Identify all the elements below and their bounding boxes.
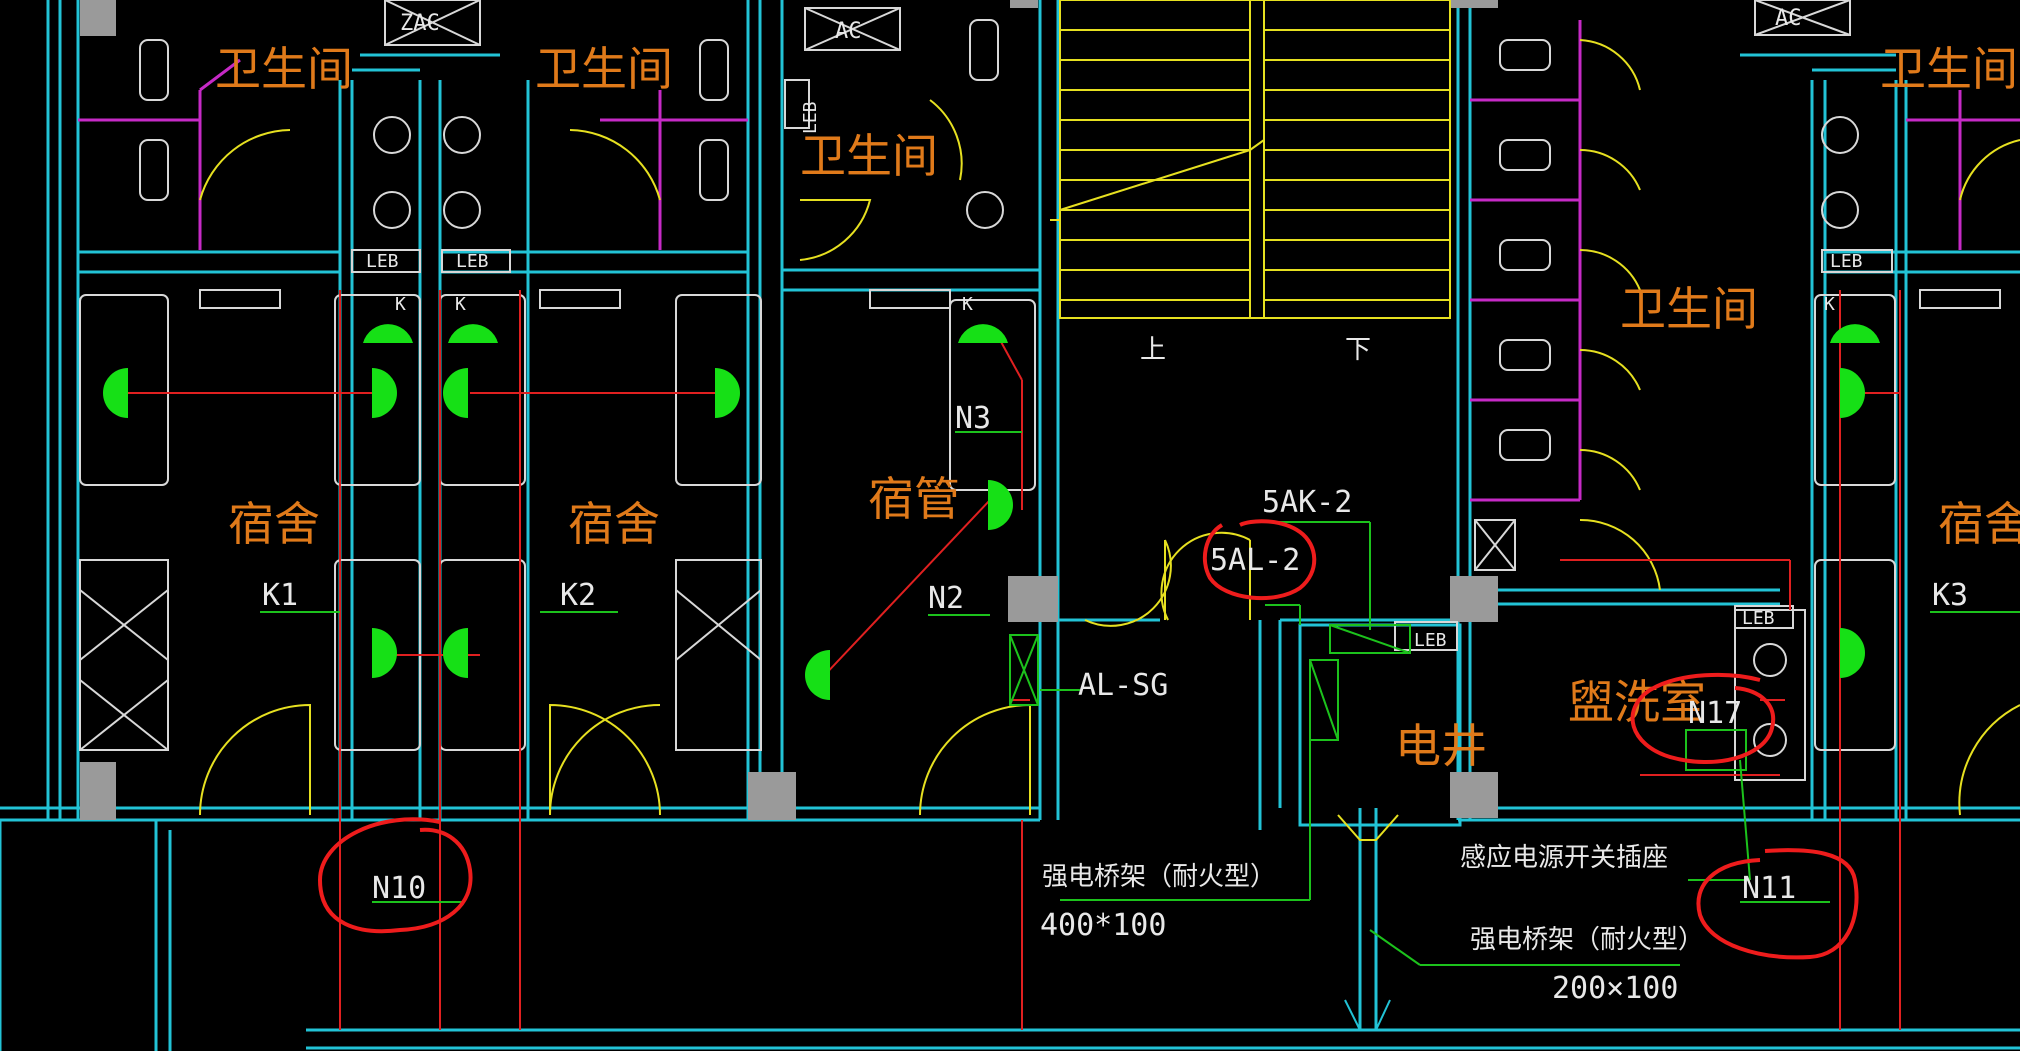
tray-annotation-size: 200×100 — [1552, 971, 1678, 1006]
circuit-label-n3: N3 — [955, 401, 991, 436]
fixture-tag-leb: LEB — [800, 101, 821, 134]
fixture-tag-leb: LEB — [1414, 630, 1447, 651]
circuit-label-k2: K2 — [560, 578, 596, 613]
room-label-dorm-manager: 宿管 — [868, 472, 960, 526]
room-label-dorm: 宿舍 — [568, 497, 660, 551]
lamp-icon — [103, 368, 128, 418]
markup-circle-n10 — [317, 817, 473, 934]
room-label-toilet: 卫生间 — [1620, 282, 1758, 336]
panel-label-5ak-2: 5AK-2 — [1262, 485, 1352, 520]
room-label-toilet: 卫生间 — [800, 129, 938, 183]
fixture-tag-k: K — [455, 294, 466, 315]
markup-circle-n17 — [1630, 672, 1776, 765]
lamp-icon — [448, 324, 498, 343]
fixture-tag-k: K — [395, 294, 406, 315]
tray-annotation-title: 强电桥架（耐火型） — [1042, 862, 1276, 892]
lamp-icon — [372, 368, 397, 418]
markup-circles — [317, 519, 1859, 960]
stair-up-label: 上 — [1140, 335, 1166, 365]
fixture-tag-leb: LEB — [1830, 251, 1863, 272]
staircase — [1050, 0, 1451, 319]
room-label-toilet: 卫生间 — [215, 42, 353, 96]
doors — [199, 39, 2020, 841]
bathroom-partitions — [78, 20, 2020, 502]
room-label-dorm: 宿舍 — [1938, 497, 2020, 551]
fixture-tag-leb: LEB — [456, 251, 489, 272]
lamp-icon — [372, 628, 397, 678]
markup-circle-n11 — [1696, 848, 1859, 960]
sensor-socket-annotation: 感应电源开关插座 — [1460, 843, 1668, 873]
circuit-label-n2: N2 — [928, 581, 964, 616]
columns — [80, 0, 1498, 820]
stair-labels: 上 下 — [1140, 335, 1371, 365]
circuit-labels: K1 K2 K3 N2 N3 N10 N11 N17 — [262, 401, 1968, 906]
lamp-icon — [715, 368, 740, 418]
room-label-toilet: 卫生间 — [535, 42, 673, 96]
fixture-tag-k: K — [962, 294, 973, 315]
lamp-icon — [1830, 324, 1880, 343]
lamp-icon — [1840, 368, 1865, 418]
circuit-label-n17: N17 — [1688, 696, 1742, 731]
lamp-icon — [363, 324, 413, 343]
fixture-tag-leb: LEB — [1742, 608, 1775, 629]
room-label-dorm: 宿舍 — [228, 497, 320, 551]
circuit-label-k1: K1 — [262, 578, 298, 613]
circuit-label-n10: N10 — [372, 871, 426, 906]
fixture-tags: LEB LEB LEB LEB LEB LEB ZAC AC AC K K K … — [366, 6, 1863, 651]
fixture-tag-zac: ZAC — [400, 11, 440, 36]
stair-down-label: 下 — [1345, 335, 1371, 365]
lamp-icon — [1840, 628, 1865, 678]
room-label-toilet: 卫生间 — [1880, 42, 2018, 96]
circuit-label-k3: K3 — [1932, 578, 1968, 613]
panel-labels: 5AK-2 5AL-2 AL-SG — [1078, 485, 1352, 703]
lamp-icon — [958, 324, 1008, 343]
fixture-tag-ac: AC — [1775, 6, 1802, 31]
panel-label-al-sg: AL-SG — [1078, 668, 1168, 703]
cable-trays — [260, 431, 2020, 966]
lamps — [103, 324, 1880, 700]
tray-annotation-size: 400*100 — [1040, 908, 1166, 943]
furniture — [79, 0, 2001, 781]
tray-annotation-title: 强电桥架（耐火型） — [1470, 925, 1704, 955]
room-label-electric-shaft: 电井 — [1395, 719, 1487, 773]
lamp-icon — [805, 650, 830, 700]
lamp-icon — [988, 480, 1013, 530]
fixture-tag-k: K — [1824, 294, 1835, 315]
lamp-icon — [443, 628, 468, 678]
markup-circle-5al-2 — [1202, 519, 1317, 601]
room-labels: 卫生间 卫生间 卫生间 卫生间 卫生间 宿舍 宿舍 宿舍 宿管 盥洗室 电井 — [215, 42, 2020, 773]
circuit-label-n11: N11 — [1742, 871, 1796, 906]
fixture-tag-ac: AC — [835, 19, 862, 44]
fixture-tag-leb: LEB — [366, 251, 399, 272]
annotations: 强电桥架（耐火型） 400*100 感应电源开关插座 强电桥架（耐火型） 200… — [1040, 843, 1704, 1006]
lamp-icon — [443, 368, 468, 418]
panel-label-5al-2: 5AL-2 — [1210, 543, 1300, 578]
